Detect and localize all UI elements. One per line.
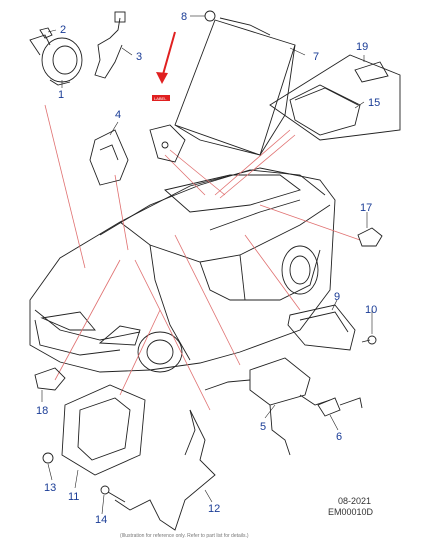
- callout-17: 17: [360, 202, 372, 214]
- red-arrow-icon: LABEL: [152, 31, 176, 101]
- bracket-part-12: [114, 409, 216, 531]
- callout-7: 7: [313, 51, 319, 63]
- screw-part-14: [100, 485, 126, 503]
- callout-19: 19: [356, 41, 368, 53]
- module-bracket: [149, 124, 186, 163]
- callout-1: 1: [58, 89, 64, 101]
- footer-code: EM00010D: [327, 507, 373, 517]
- callout-10: 10: [365, 304, 377, 316]
- wiring-part-3: [94, 11, 126, 79]
- svg-text:LABEL: LABEL: [154, 96, 167, 101]
- callout-12: 12: [208, 503, 220, 515]
- nut-part-13: [42, 452, 54, 464]
- callout-6: 6: [336, 431, 342, 443]
- bracket-part-2: [39, 27, 53, 39]
- car-outline: [29, 167, 336, 373]
- horn-part-1: [29, 34, 83, 86]
- callout-11: 11: [68, 491, 79, 503]
- callout-13: 13: [44, 482, 56, 494]
- callout-2: 2: [60, 24, 66, 36]
- leader-lines: [44, 104, 361, 411]
- bracket-part-4: [89, 129, 129, 186]
- callout-15: 15: [368, 97, 380, 109]
- callout-leaders: [41, 15, 373, 515]
- radar-part-9: [287, 304, 356, 351]
- module-part-7: [174, 17, 296, 156]
- module-part-5: [204, 357, 331, 456]
- speaker-part-11: [61, 384, 146, 476]
- connector-part-6: [317, 397, 363, 417]
- callout-3: 3: [136, 51, 142, 63]
- sensor-part-18: [34, 367, 66, 391]
- bolt-part-10: [361, 335, 377, 345]
- callout-14: 14: [95, 514, 107, 526]
- callout-5: 5: [260, 421, 266, 433]
- footer-caption: (Illustration for reference only. Refer …: [120, 533, 249, 539]
- sensor-part-17: [357, 227, 383, 247]
- footer-date: 08-2021: [337, 496, 371, 506]
- callout-18: 18: [36, 405, 48, 417]
- callout-9: 9: [334, 291, 340, 303]
- kit-box-part-19: [269, 54, 401, 141]
- callout-8: 8: [181, 11, 187, 23]
- nut-part-8: [204, 10, 216, 22]
- callout-4: 4: [115, 109, 121, 121]
- callout-numbers: 1 2 3 4 5 6 7 8 9 10 11 12 13 14 15 17 1…: [36, 11, 380, 526]
